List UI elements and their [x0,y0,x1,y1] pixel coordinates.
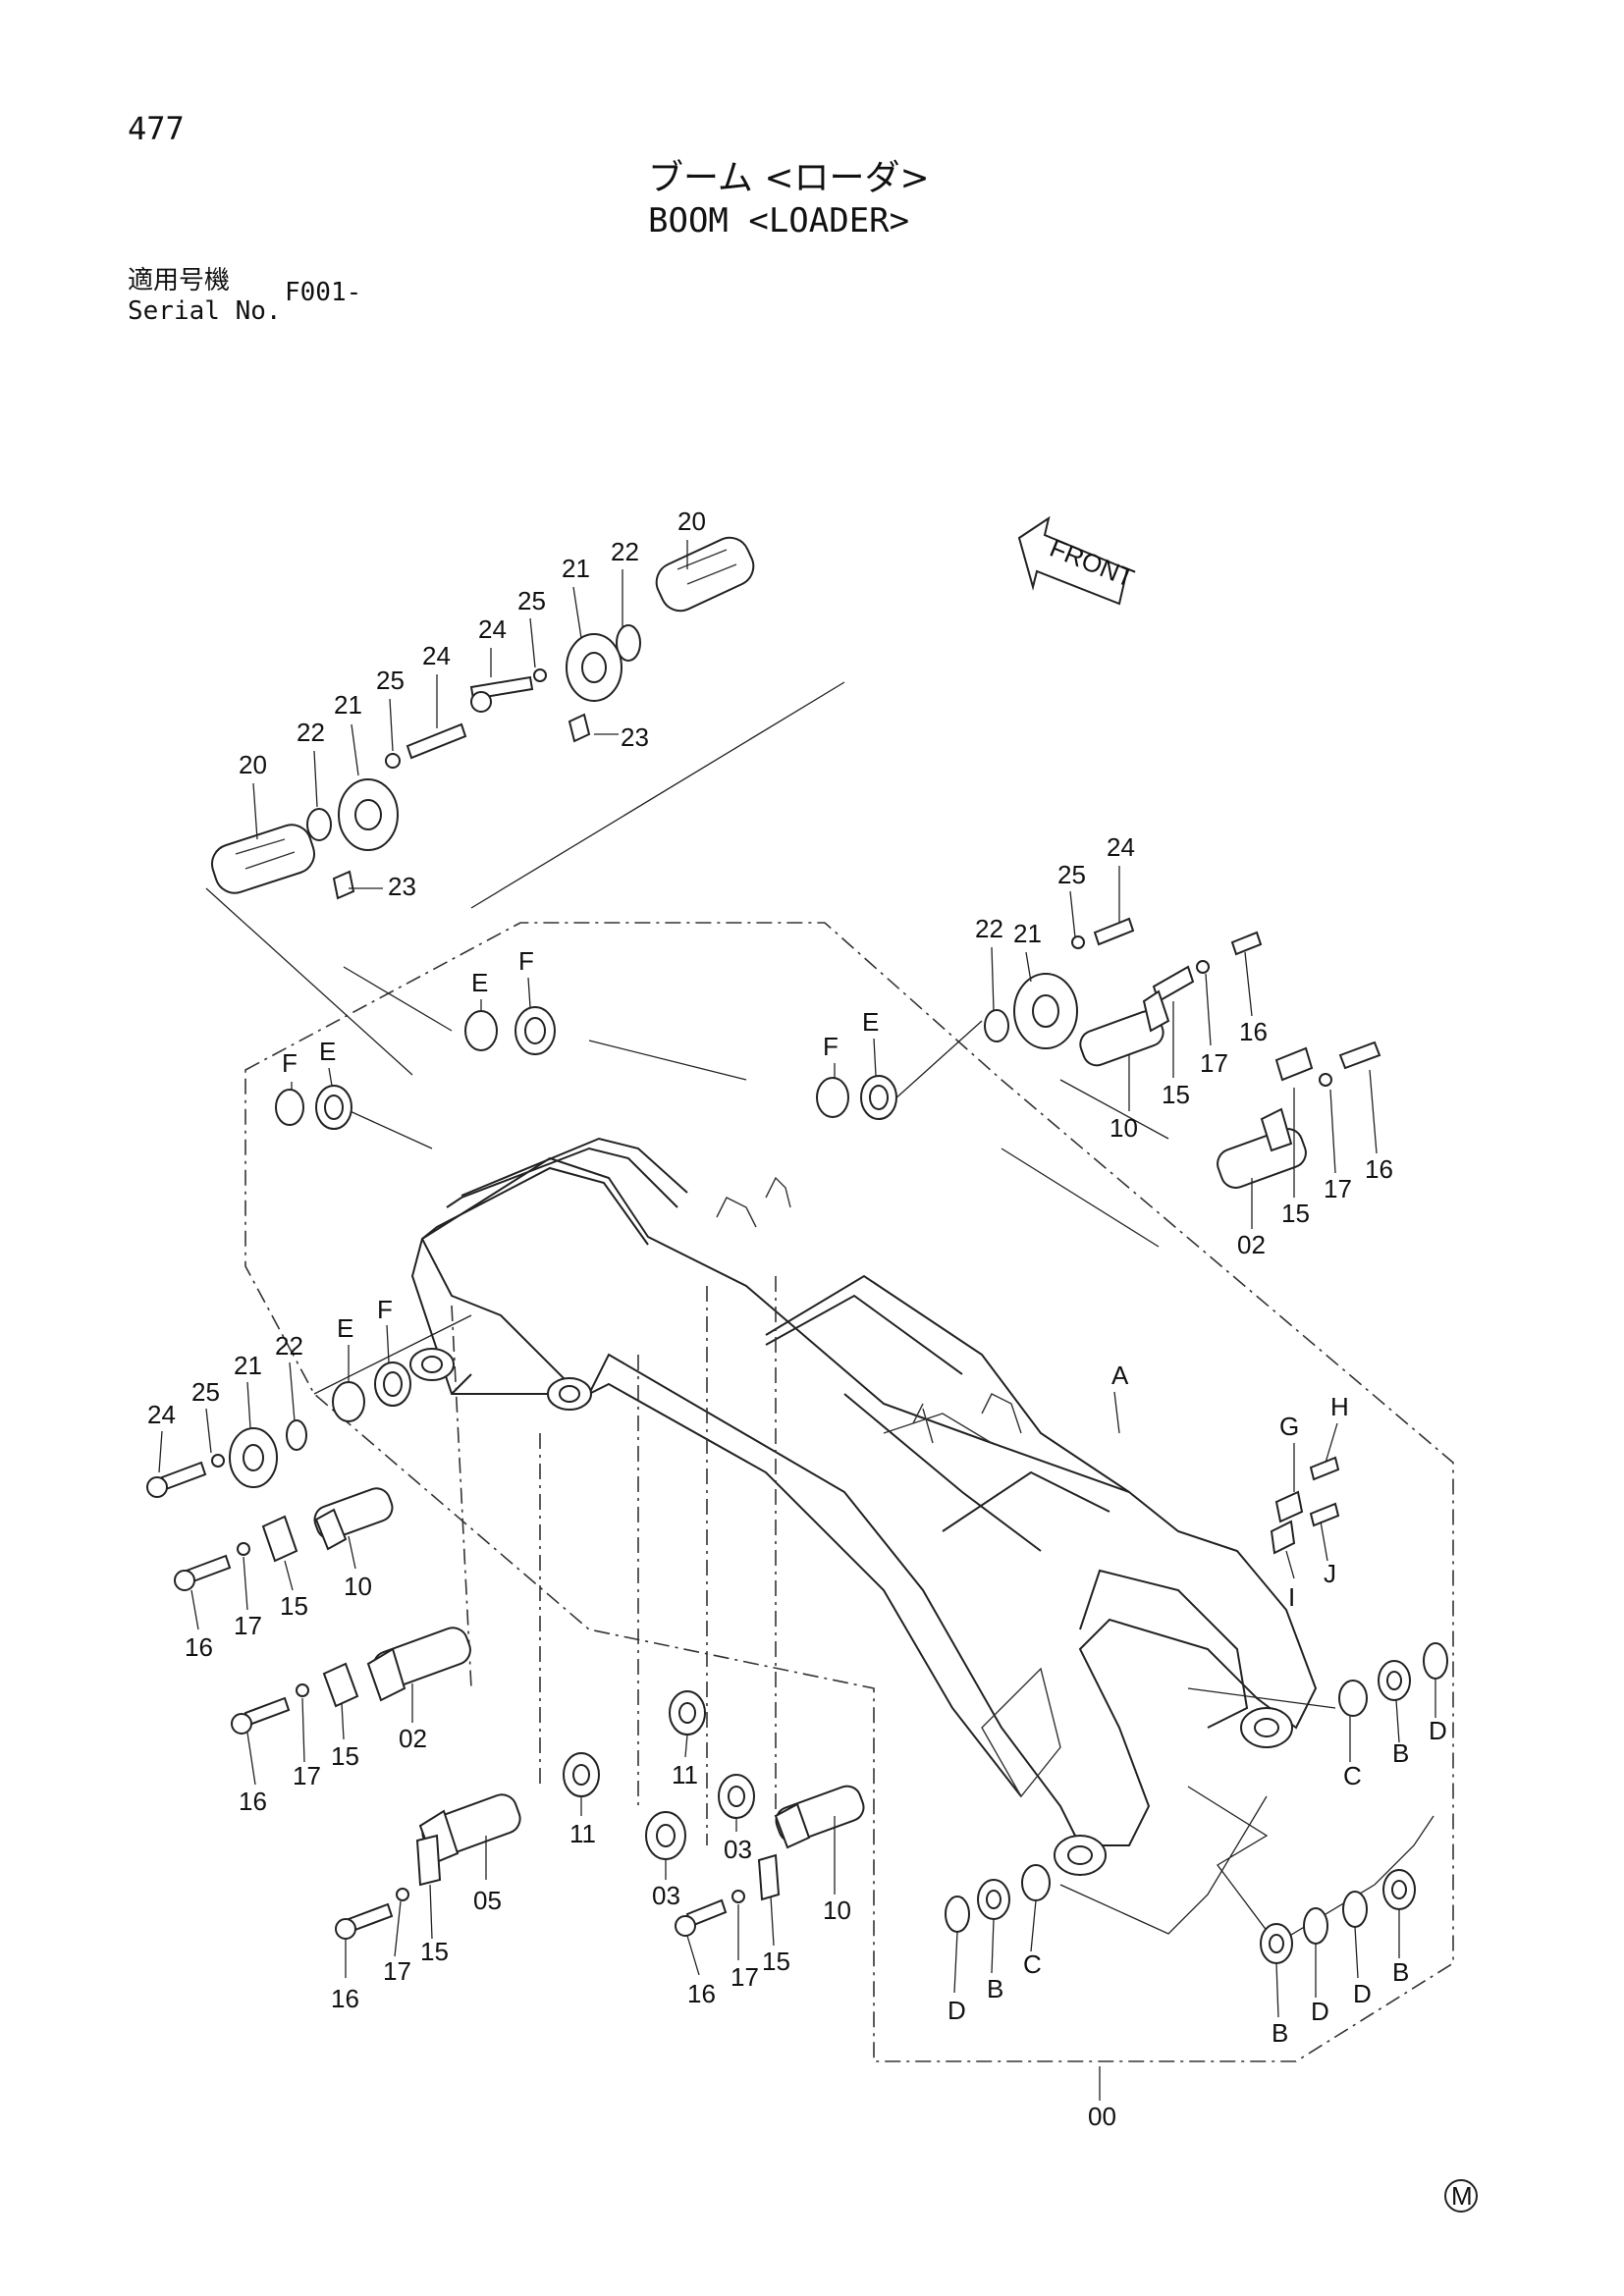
callout-label: 11 [569,1819,596,1848]
callout-label: 00 [1088,2102,1116,2131]
callout-label: 16 [1239,1017,1268,1046]
callout-label: 17 [383,1956,411,1986]
callout-label: E [471,968,488,997]
page-title: BOOM <LOADER> [648,201,910,240]
callout-label: G [1279,1412,1299,1441]
callout-label: B [1392,1738,1409,1768]
bushings-ef [275,1006,897,1422]
callout-label: C [1023,1949,1042,1979]
pin-assembly-right-lower [945,1456,1448,1964]
callout-label: 22 [611,537,639,566]
page-number: 477 [128,110,185,147]
callout-label: 25 [1057,860,1086,889]
pin-assembly-upper-left [211,722,467,900]
marker-symbol: M [1444,2179,1478,2213]
callout-label: 21 [1013,919,1042,948]
assembly-boundary-inner [451,1276,777,1845]
serial-label-japanese: 適用号機 [128,266,231,295]
pin-assembly-left [146,1419,471,1735]
callout-label: D [947,1996,966,2025]
callout-label: 23 [621,722,649,752]
callout-label: 17 [1200,1048,1228,1078]
callout-label: 15 [280,1591,308,1621]
callout-label: 17 [293,1761,321,1790]
callout-label: 03 [724,1835,752,1864]
callout-label: E [319,1037,336,1066]
callout-label: 24 [147,1400,176,1429]
callout-label: 21 [334,690,362,720]
callout-label: 25 [517,586,546,615]
callout-label: 05 [473,1886,502,1915]
callout-label: 15 [331,1741,359,1771]
callout-label: 22 [975,914,1003,943]
callout-label: C [1343,1761,1362,1790]
callout-label: 23 [388,872,416,901]
callout-label: 15 [420,1937,449,1966]
callout-label: 17 [731,1962,759,1992]
serial-label: Serial No. [128,296,282,326]
callout-label: D [1311,1997,1329,2026]
callout-label: 15 [1162,1080,1190,1109]
assembly-boundary-outline [244,922,1454,2062]
callout-label: 22 [297,718,325,747]
callout-label: 24 [478,614,507,644]
page-title-japanese: ブーム <ローダ> [648,158,930,198]
callout-label: F [377,1295,393,1324]
callout-label: A [1111,1361,1129,1390]
callout-label: 21 [234,1351,262,1380]
callout-label: 02 [399,1724,427,1753]
callout-label: 10 [344,1572,372,1601]
serial-value: F001- [285,278,362,307]
callout-label: 17 [1324,1174,1352,1203]
callout-label: B [987,1974,1003,2003]
callout-label: 24 [422,641,451,670]
pin-assembly-upper-right [469,536,755,743]
pin-assembly-right-upper [984,917,1263,1067]
callout-label: 21 [562,554,590,583]
callout-label: I [1288,1582,1295,1612]
callout-label: J [1324,1559,1336,1588]
callout-label: 25 [191,1377,220,1407]
callout-label: 02 [1237,1230,1266,1259]
callout-label: E [862,1007,879,1037]
callout-label: F [823,1032,839,1061]
callout-label: 03 [652,1881,680,1910]
callout-label: 25 [376,666,405,695]
marker-symbol-text: M [1451,2181,1473,2211]
callout-label: 20 [677,507,706,536]
callout-label: 16 [239,1787,267,1816]
front-arrow-icon: FRONT [1017,515,1138,606]
callout-label: F [282,1048,298,1078]
callout-label: 15 [1281,1199,1310,1228]
callout-label: 16 [687,1979,716,2008]
callout-label: E [337,1313,353,1343]
callout-label: 16 [1365,1154,1393,1184]
callout-label: 10 [823,1896,851,1925]
boom-body [409,1137,1318,1876]
callout-label: 15 [762,1947,790,1976]
callout-label: 22 [275,1331,303,1361]
callout-label: 20 [239,750,267,779]
callout-label: F [518,946,534,976]
callout-label: B [1272,2018,1288,2048]
callout-label: 24 [1107,832,1135,862]
callout-label: 16 [185,1632,213,1662]
pin-assembly-bottom-center [335,1690,865,1940]
callout-label: 16 [331,1984,359,2013]
callout-label: 10 [1110,1113,1138,1143]
callout-label: 17 [234,1611,262,1640]
callout-label: D [1429,1716,1447,1745]
callout-label: H [1330,1392,1349,1421]
callout-label: B [1392,1957,1409,1987]
pin-assembly-right-middle [1217,1041,1381,1189]
callout-label: 11 [672,1760,698,1789]
callout-label: D [1353,1979,1372,2008]
